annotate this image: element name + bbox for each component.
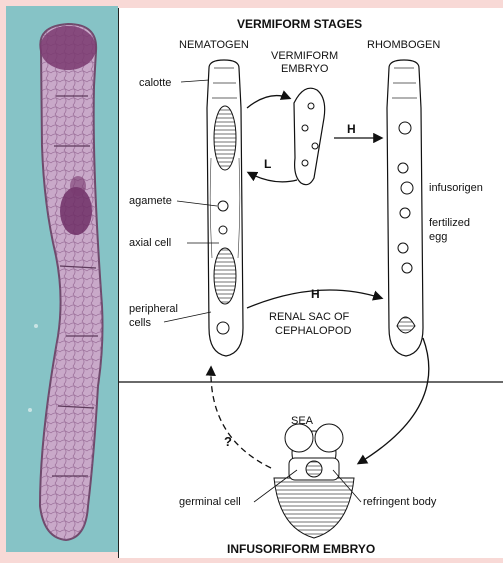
arrow-rhombogen-to-infusoriform — [359, 338, 429, 463]
label-nematogen: NEMATOGEN — [179, 39, 249, 51]
label-agamete: agamete — [129, 195, 172, 207]
label-peripheral-1: peripheral — [129, 303, 178, 315]
micrograph-photo — [6, 6, 118, 552]
label-renal-sac-2: CEPHALOPOD — [275, 325, 351, 337]
label-fertilized-egg-2: egg — [429, 231, 447, 243]
label-rhombogen: RHOMBOGEN — [367, 39, 440, 51]
label-calotte: calotte — [139, 77, 171, 89]
arrow-embryo-return — [249, 173, 297, 182]
arrow-label-l: L — [264, 157, 271, 171]
label-vermiform-embryo-1: VERMIFORM — [271, 50, 338, 62]
infusoriform-embryo-figure — [274, 424, 354, 538]
label-infusorigen: infusorigen — [429, 182, 483, 194]
vermiform-embryo-figure — [294, 88, 325, 184]
title-infusoriform-embryo: INFUSORIFORM EMBRYO — [227, 542, 375, 556]
arrow-label-h-top: H — [347, 122, 356, 136]
arrow-infusoriform-to-nematogen — [211, 368, 271, 468]
label-axial-cell: axial cell — [129, 237, 171, 249]
label-germinal-cell: germinal cell — [179, 496, 241, 508]
title-vermiform-stages: VERMIFORM STAGES — [237, 17, 362, 31]
nematogen-figure — [207, 60, 243, 356]
diagram-canvas: VERMIFORM STAGES NEMATOGEN VERMIFORM EMB… — [119, 8, 503, 558]
arrow-label-h-middle: H — [311, 287, 320, 301]
life-cycle-diagram: VERMIFORM STAGES NEMATOGEN VERMIFORM EMB… — [118, 8, 503, 558]
arrow-to-embryo — [247, 96, 289, 108]
label-renal-sac-1: RENAL SAC OF — [269, 311, 350, 323]
label-peripheral-2: cells — [129, 317, 152, 329]
specimen-image — [6, 6, 118, 552]
rhombogen-figure — [387, 60, 423, 356]
arrow-label-unknown: ? — [224, 434, 232, 449]
label-fertilized-egg-1: fertilized — [429, 217, 470, 229]
label-vermiform-embryo-2: EMBRYO — [281, 63, 329, 75]
label-refringent-body: refringent body — [363, 496, 437, 508]
